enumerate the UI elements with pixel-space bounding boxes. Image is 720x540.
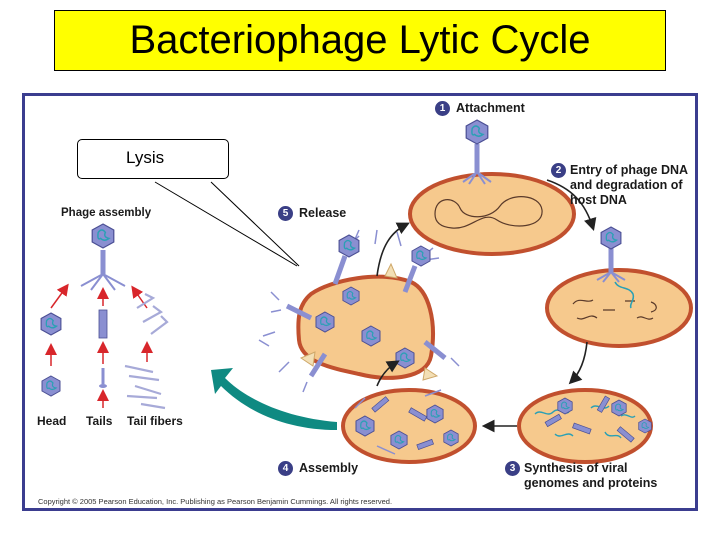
head-label: Head xyxy=(37,414,67,428)
step-5-badge: 5 xyxy=(278,206,293,221)
attachment-cell xyxy=(408,119,576,256)
step-4-badge: 4 xyxy=(278,461,293,476)
copyright-text: Copyright © 2005 Pearson Education, Inc.… xyxy=(38,497,393,506)
assembly-cell xyxy=(341,388,477,464)
step-5-label: Release xyxy=(299,206,347,220)
assembly-arrow xyxy=(211,368,337,430)
lysing-cell xyxy=(258,229,460,393)
tail-fibers-label: Tail fibers xyxy=(127,414,183,428)
synthesis-cell xyxy=(517,388,653,464)
tails-label: Tails xyxy=(86,414,113,428)
step-2-label: Entry of phage DNA and degradation of ho… xyxy=(570,163,689,207)
step-1-label: Attachment xyxy=(456,101,525,115)
step-2-badge: 2 xyxy=(551,163,566,178)
title-box: Bacteriophage Lytic Cycle xyxy=(54,10,666,71)
page-title: Bacteriophage Lytic Cycle xyxy=(129,18,591,62)
step-3-label: Synthesis of viral genomes and proteins xyxy=(524,461,658,490)
step-4-label: Assembly xyxy=(299,461,359,475)
lysis-callout: Lysis xyxy=(77,139,229,179)
step-3-badge: 3 xyxy=(505,461,520,476)
figure-drawing xyxy=(40,119,693,464)
callout-pointer xyxy=(154,181,300,267)
phage-assembly-heading: Phage assembly xyxy=(61,207,152,219)
lytic-cycle-figure: 1 Attachment 2 Entry of phage DNA and de… xyxy=(22,93,698,511)
entry-cell xyxy=(545,226,693,348)
phage-assembly-panel xyxy=(40,223,169,410)
cycle-arrows xyxy=(376,179,597,433)
step-1-badge: 1 xyxy=(435,101,450,116)
